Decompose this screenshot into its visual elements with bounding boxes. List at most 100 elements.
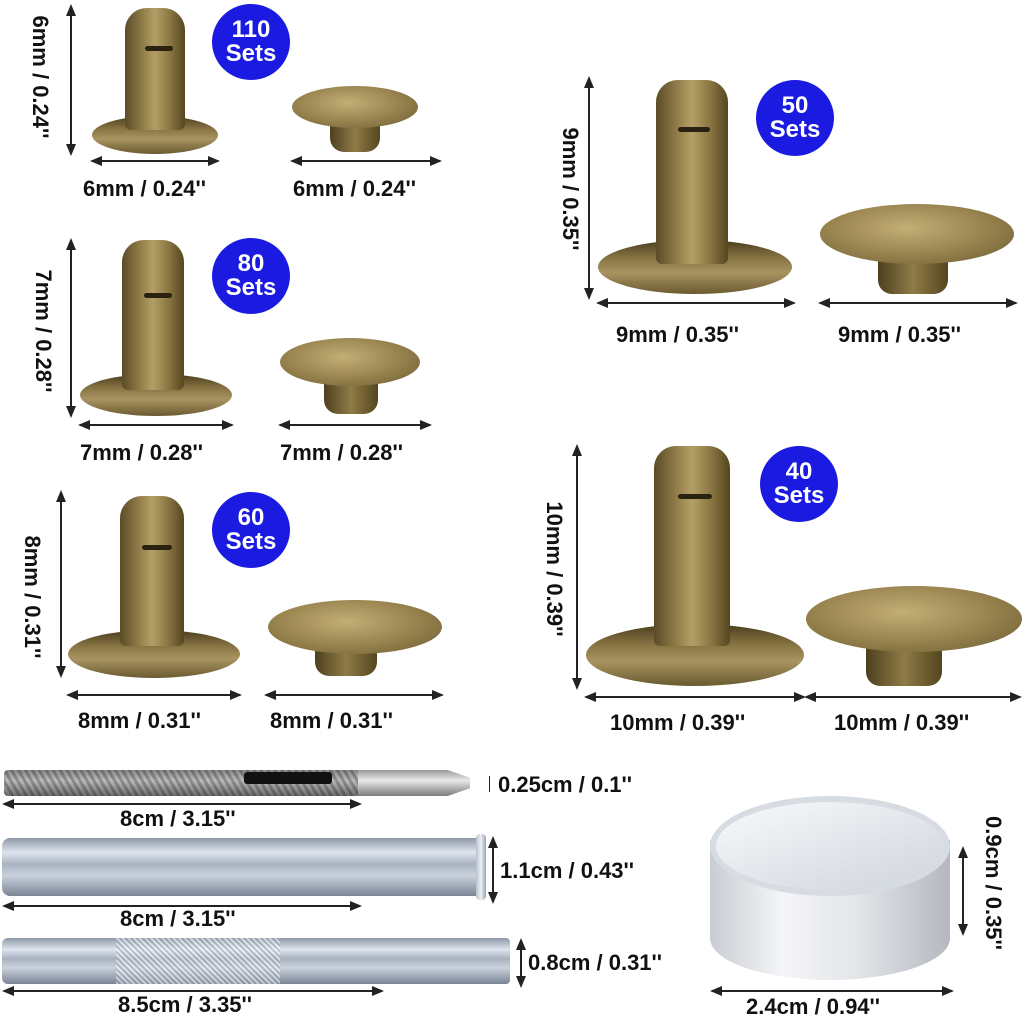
- length-line: [4, 990, 382, 992]
- arrow-left-icon: [290, 156, 302, 166]
- arrow-right-icon: [222, 420, 234, 430]
- arrow-left-icon: [78, 420, 90, 430]
- arrow-up-icon: [66, 4, 76, 16]
- cap-width-label: 6mm / 0.24'': [293, 176, 416, 201]
- arrow-right-icon: [784, 298, 796, 308]
- height-label: 0.9cm / 0.35'': [981, 816, 1006, 950]
- rivet-cap: [292, 86, 418, 128]
- rivet-cap: [280, 338, 420, 386]
- diameter-line: [489, 776, 490, 792]
- arrow-right-icon: [230, 690, 242, 700]
- rivet-slot: [678, 494, 712, 499]
- arrow-left-icon: [818, 298, 830, 308]
- arrow-up-icon: [584, 76, 594, 88]
- arrow-left-icon: [90, 156, 102, 166]
- post-width-line: [68, 694, 240, 696]
- post-width-label: 7mm / 0.28'': [80, 440, 203, 465]
- arrow-left-icon: [584, 692, 596, 702]
- arrow-left-icon: [2, 901, 14, 911]
- rivet-slot: [144, 293, 172, 298]
- cap-width-line: [292, 160, 440, 162]
- arrow-right-icon: [432, 690, 444, 700]
- arrow-left-icon: [278, 420, 290, 430]
- arrow-left-icon: [66, 690, 78, 700]
- arrow-right-icon: [420, 420, 432, 430]
- rivet-slot: [678, 127, 710, 132]
- knurled-grip: [116, 938, 280, 984]
- length-label: 8.5cm / 3.35'': [118, 992, 252, 1017]
- rivet-post: [122, 240, 184, 390]
- arrow-up-icon: [56, 490, 66, 502]
- cap-width-label: 8mm / 0.31'': [270, 708, 393, 733]
- post-width-label: 8mm / 0.31'': [78, 708, 201, 733]
- post-width-line: [586, 696, 804, 698]
- arrow-left-icon: [804, 692, 816, 702]
- post-width-line: [80, 424, 232, 426]
- arrow-right-icon: [372, 986, 384, 996]
- width-line: [712, 990, 952, 992]
- rivet-slot: [145, 46, 173, 51]
- post-width-label: 6mm / 0.24'': [83, 176, 206, 201]
- cap-width-label: 9mm / 0.35'': [838, 322, 961, 347]
- arrow-right-icon: [430, 156, 442, 166]
- quantity-unit: Sets: [225, 40, 277, 67]
- length-line: [4, 803, 360, 805]
- arrow-right-icon: [350, 901, 362, 911]
- arrow-down-icon: [56, 666, 66, 678]
- arrow-down-icon: [584, 288, 594, 300]
- rivet-post: [120, 496, 184, 646]
- arrow-right-icon: [794, 692, 806, 702]
- hole-punch-tip: [358, 770, 470, 796]
- height-dimension-line: [70, 244, 72, 412]
- quantity-badge: 110 Sets: [212, 4, 290, 80]
- height-dimension-line: [60, 494, 62, 672]
- quantity-number: 50: [781, 92, 809, 119]
- cap-width-label: 7mm / 0.28'': [280, 440, 403, 465]
- anvil-top: [710, 796, 950, 896]
- arrow-left-icon: [264, 690, 276, 700]
- diameter-label: 0.8cm / 0.31'': [528, 950, 662, 975]
- length-line: [4, 905, 360, 907]
- arrow-up-icon: [488, 836, 498, 848]
- diameter-label: 0.25cm / 0.1'': [498, 772, 632, 797]
- quantity-number: 80: [237, 250, 265, 277]
- height-label: 9mm / 0.35'': [558, 127, 583, 251]
- rivet-cap: [820, 204, 1014, 264]
- arrow-left-icon: [2, 986, 14, 996]
- arrow-up-icon: [516, 938, 526, 950]
- arrow-left-icon: [2, 799, 14, 809]
- arrow-down-icon: [66, 144, 76, 156]
- setter-large-body: [2, 838, 486, 896]
- cap-width-line: [806, 696, 1020, 698]
- height-dimension-line: [588, 80, 590, 294]
- post-width-label: 9mm / 0.35'': [616, 322, 739, 347]
- cap-width-line: [280, 424, 430, 426]
- height-label: 10mm / 0.39'': [542, 501, 567, 637]
- cap-width-label: 10mm / 0.39'': [834, 710, 970, 735]
- height-line: [962, 852, 964, 928]
- height-dimension-line: [70, 8, 72, 148]
- rivet-cap: [268, 600, 442, 654]
- quantity-number: 60: [237, 504, 265, 531]
- hole-punch-slot: [244, 772, 332, 784]
- post-width-line: [92, 160, 218, 162]
- arrow-up-icon: [572, 444, 582, 456]
- diameter-line: [492, 842, 494, 896]
- diameter-line: [520, 944, 522, 980]
- arrow-up-icon: [958, 846, 968, 858]
- quantity-badge: 40 Sets: [760, 446, 838, 522]
- cap-width-line: [266, 694, 442, 696]
- arrow-right-icon: [1010, 692, 1022, 702]
- height-label: 7mm / 0.28'': [31, 269, 56, 393]
- post-width-line: [598, 302, 794, 304]
- diameter-label: 1.1cm / 0.43'': [500, 858, 634, 883]
- rivet-cap: [806, 586, 1022, 652]
- arrow-down-icon: [958, 924, 968, 936]
- arrow-right-icon: [942, 986, 954, 996]
- length-label: 8cm / 3.15'': [120, 806, 236, 831]
- post-width-label: 10mm / 0.39'': [610, 710, 746, 735]
- cap-width-line: [820, 302, 1016, 304]
- quantity-number: 110: [231, 16, 271, 43]
- quantity-unit: Sets: [769, 116, 821, 143]
- rivet-post: [125, 8, 185, 130]
